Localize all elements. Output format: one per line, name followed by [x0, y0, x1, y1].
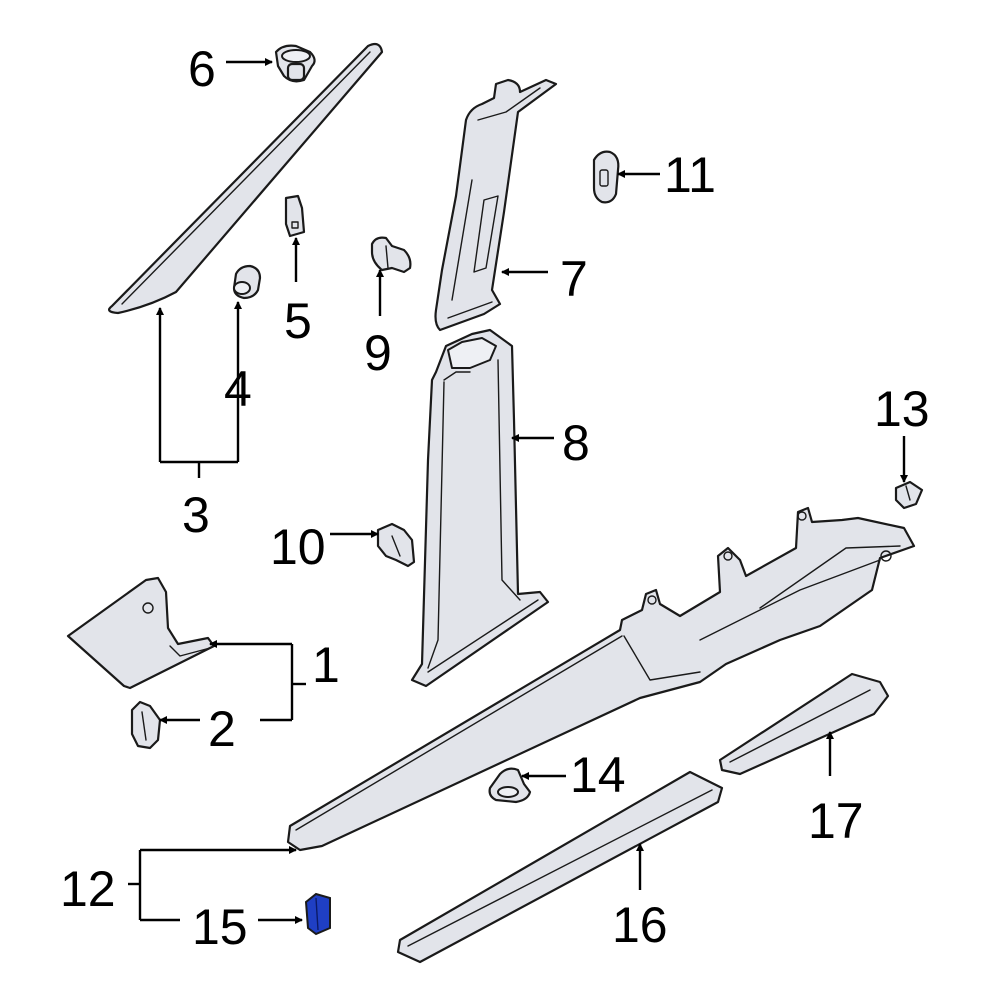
clip-part-15-highlighted — [304, 892, 331, 936]
clip-part-5 — [284, 194, 306, 238]
kick-panel-part-1 — [66, 576, 216, 690]
clip-part-6 — [274, 44, 316, 83]
callout-3: 3 — [182, 487, 210, 543]
callout-2: 2 — [208, 701, 236, 757]
callout-16: 16 — [612, 897, 668, 953]
callout-4: 4 — [224, 361, 252, 417]
scuff-plate-part-16 — [396, 770, 724, 964]
clip-part-11 — [592, 150, 620, 204]
clip-part-14 — [488, 767, 532, 804]
callout-1: 1 — [312, 637, 340, 693]
callout-5: 5 — [284, 293, 312, 349]
callout-15: 15 — [192, 899, 248, 955]
clip-part-13 — [894, 480, 924, 510]
callout-10: 10 — [270, 519, 326, 575]
sill-trim-part — [286, 506, 916, 852]
callout-6: 6 — [188, 41, 216, 97]
callout-14: 14 — [570, 747, 626, 803]
grommet-part-4 — [232, 264, 262, 300]
callout-8: 8 — [562, 415, 590, 471]
callout-11: 11 — [664, 147, 716, 203]
callout-7: 7 — [560, 251, 588, 307]
b-pillar-lower-trim-part — [410, 328, 550, 688]
callout-17: 17 — [808, 793, 864, 849]
clip-part-10 — [376, 522, 416, 568]
callout-labels: 6 5 4 3 9 7 11 8 13 10 1 2 14 17 12 15 1… — [60, 41, 930, 955]
b-pillar-upper-trim-part — [434, 78, 558, 332]
scuff-plate-part-17 — [718, 672, 890, 776]
callout-9: 9 — [364, 325, 392, 381]
callout-12: 12 — [60, 861, 116, 917]
callout-13: 13 — [874, 381, 930, 437]
leader-lines — [128, 58, 908, 924]
clip-part-2 — [130, 700, 162, 750]
clip-part-9 — [370, 236, 412, 274]
a-pillar-trim-part — [107, 42, 384, 315]
